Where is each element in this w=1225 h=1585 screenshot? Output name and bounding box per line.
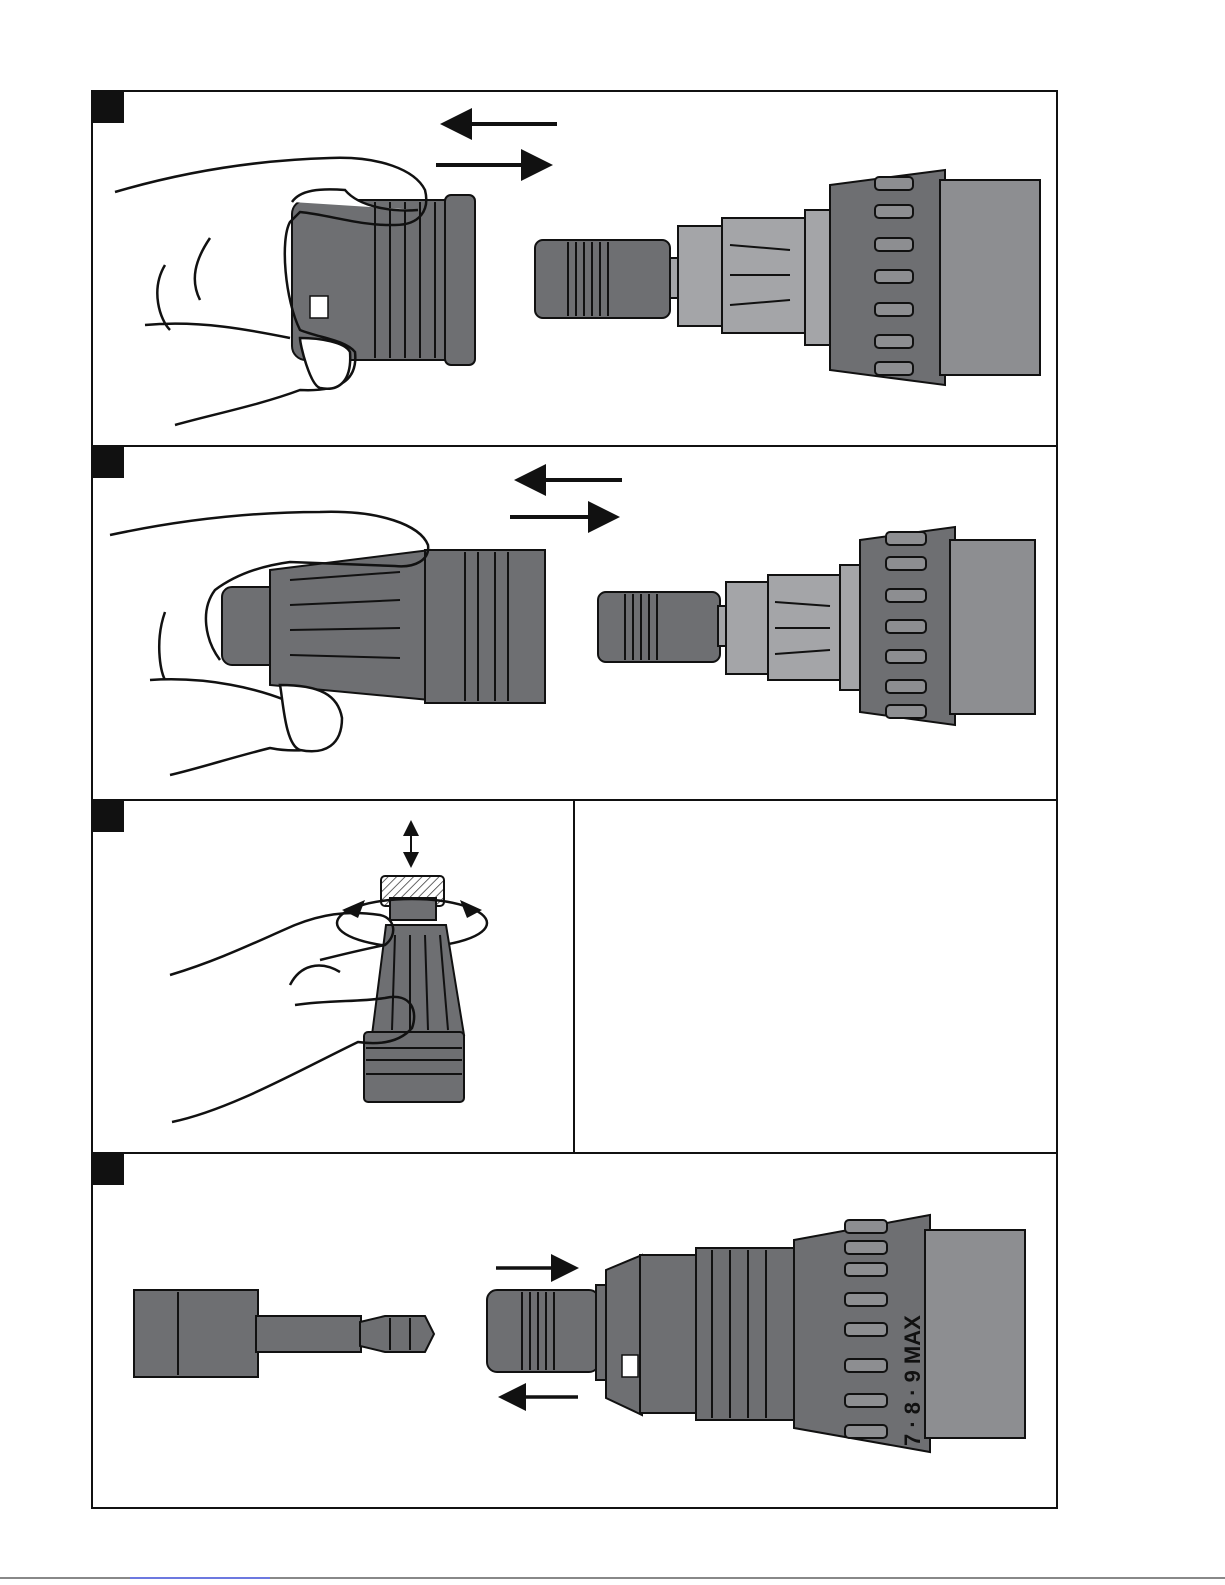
- keyless-chuck-nose: [606, 1255, 642, 1415]
- bit-holder-head: [134, 1290, 258, 1377]
- spindle-tip: [535, 240, 670, 318]
- drill-chuck-grip-slots: [886, 532, 926, 718]
- step-box-4: [92, 1153, 124, 1185]
- bit-holder-shank: [256, 1316, 361, 1352]
- keyless-chuck-grip-slots: [845, 1220, 887, 1438]
- spindle-collar: [678, 226, 728, 326]
- keyed-chuck-cone: [270, 550, 430, 700]
- step-box-2: [92, 446, 124, 478]
- step-box-1: [92, 91, 124, 123]
- drill-chuck-grip-slots: [875, 177, 913, 375]
- spindle-tip: [598, 592, 720, 662]
- spindle-tip: [487, 1290, 599, 1372]
- dial-markings: 7 · 8 · 9 MAX: [900, 1315, 925, 1446]
- step-box-3: [92, 800, 124, 832]
- keyed-chuck-sleeve: [425, 550, 545, 703]
